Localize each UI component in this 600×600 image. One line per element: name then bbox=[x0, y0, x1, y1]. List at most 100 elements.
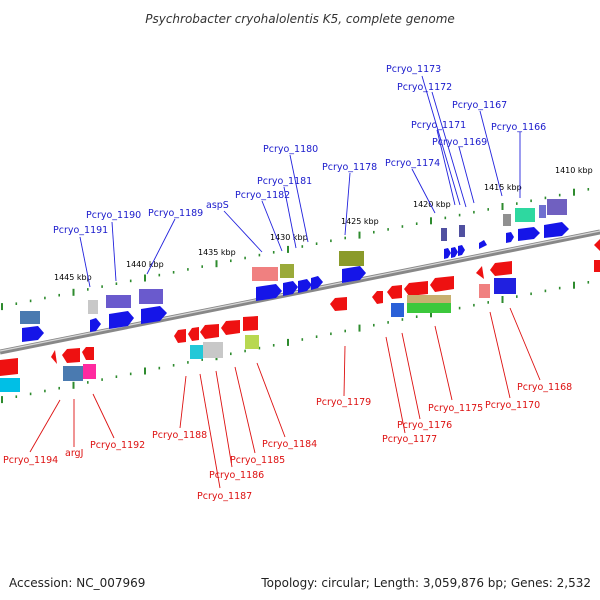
gene-arrow bbox=[90, 318, 101, 332]
gene-box bbox=[139, 289, 163, 304]
map-title: Psychrobacter cryohalolentis K5, complet… bbox=[145, 12, 455, 26]
scale-label-1425: 1425 kbp bbox=[341, 217, 379, 226]
gene-box bbox=[252, 267, 278, 281]
gene-label-pcryo-1179: Pcryo_1179 bbox=[316, 397, 371, 408]
gene-label-aspS: aspS bbox=[206, 200, 229, 211]
bottom-leader-lines bbox=[29, 307, 541, 489]
genome-summary-text: Topology: circular; Length: 3,059,876 bp… bbox=[260, 576, 591, 590]
gene-label-pcryo-1178: Pcryo_1178 bbox=[322, 162, 377, 173]
scale-label-1445: 1445 kbp bbox=[54, 273, 92, 282]
gene-box bbox=[539, 205, 546, 218]
gene-label-pcryo-1185: Pcryo_1185 bbox=[230, 455, 285, 466]
gene-box bbox=[441, 228, 447, 241]
gene-arrow bbox=[109, 311, 134, 329]
gene-box bbox=[245, 335, 259, 349]
gene-label-pcryo-1169: Pcryo_1169 bbox=[432, 137, 487, 148]
gene-label-pcryo-1177: Pcryo_1177 bbox=[382, 434, 437, 445]
gene-arrow bbox=[283, 281, 298, 296]
gene-arrow bbox=[243, 316, 258, 331]
gene-box bbox=[83, 364, 96, 379]
gene-box bbox=[280, 264, 294, 278]
gene-arrow bbox=[404, 281, 428, 296]
gene-box bbox=[515, 208, 535, 222]
gene-label-pcryo-1170: Pcryo_1170 bbox=[485, 400, 540, 411]
gene-arrow bbox=[490, 261, 512, 276]
gene-box bbox=[0, 378, 20, 392]
gene-arrow bbox=[82, 347, 94, 360]
gene-arrow bbox=[451, 247, 458, 258]
gene-arrow bbox=[479, 240, 487, 249]
gene-label-pcryo-1167: Pcryo_1167 bbox=[452, 100, 507, 111]
gene-arrow bbox=[458, 245, 465, 256]
forward-genes bbox=[20, 199, 569, 342]
gene-label-pcryo-1187: Pcryo_1187 bbox=[197, 491, 252, 502]
gene-arrow bbox=[174, 329, 186, 343]
gene-box bbox=[479, 284, 490, 298]
gene-arrow bbox=[22, 326, 44, 342]
gene-box bbox=[494, 278, 516, 294]
gene-label-pcryo-1184: Pcryo_1184 bbox=[262, 439, 317, 450]
gene-box bbox=[20, 311, 40, 324]
gene-box bbox=[391, 303, 404, 317]
gene-box bbox=[594, 260, 600, 272]
scale-label-1415: 1415 kbp bbox=[484, 183, 522, 192]
gene-label-pcryo-1173: Pcryo_1173 bbox=[386, 64, 441, 75]
gene-arrow bbox=[256, 284, 282, 301]
bottom-labels: Pcryo_1168 Pcryo_1179 Pcryo_1175 Pcryo_1… bbox=[3, 382, 572, 502]
top-leader-lines bbox=[79, 75, 521, 288]
gene-label-pcryo-1182: Pcryo_1182 bbox=[235, 190, 290, 201]
scale-label-1435: 1435 kbp bbox=[198, 248, 236, 257]
scale-ticks-bottom bbox=[1, 281, 590, 404]
gene-label-pcryo-1194: Pcryo_1194 bbox=[3, 455, 58, 466]
gene-label-pcryo-1174: Pcryo_1174 bbox=[385, 158, 440, 169]
gene-label-pcryo-1166: Pcryo_1166 bbox=[491, 122, 546, 133]
gene-label-pcryo-1192: Pcryo_1192 bbox=[90, 440, 145, 451]
gene-label-pcryo-1175: Pcryo_1175 bbox=[428, 403, 483, 414]
gene-arrow bbox=[188, 327, 199, 341]
gene-label-argJ: argJ bbox=[65, 448, 83, 459]
gene-box bbox=[503, 214, 511, 226]
gene-arrow bbox=[476, 266, 484, 279]
gene-box bbox=[407, 303, 451, 313]
gene-label-pcryo-1180: Pcryo_1180 bbox=[263, 144, 318, 155]
gene-arrow bbox=[330, 297, 347, 311]
gene-label-pcryo-1181: Pcryo_1181 bbox=[257, 176, 312, 187]
scale-labels: 1410 kbp 1415 kbp 1420 kbp 1425 kbp 1430… bbox=[54, 166, 593, 282]
gene-arrow bbox=[506, 232, 514, 243]
gene-arrow bbox=[51, 350, 57, 364]
gene-label-pcryo-1186: Pcryo_1186 bbox=[209, 470, 264, 481]
gene-label-pcryo-1171: Pcryo_1171 bbox=[411, 120, 466, 131]
gene-label-pcryo-1191: Pcryo_1191 bbox=[53, 225, 108, 236]
scale-ticks-top bbox=[1, 188, 590, 311]
gene-label-pcryo-1189: Pcryo_1189 bbox=[148, 208, 203, 219]
scale-label-1440: 1440 kbp bbox=[126, 260, 164, 269]
gene-arrow bbox=[298, 279, 312, 293]
gene-arrow bbox=[0, 358, 18, 376]
gene-box bbox=[106, 295, 131, 308]
gene-box bbox=[339, 251, 364, 266]
gene-arrow bbox=[342, 266, 366, 283]
accession-text: Accession: NC_007969 bbox=[9, 576, 145, 590]
reverse-genes bbox=[0, 239, 600, 392]
gene-box bbox=[63, 366, 83, 381]
gene-arrow bbox=[444, 248, 451, 259]
gene-label-pcryo-1188: Pcryo_1188 bbox=[152, 430, 207, 441]
scale-label-1410: 1410 kbp bbox=[555, 166, 593, 175]
gene-arrow bbox=[387, 285, 402, 299]
gene-arrow bbox=[430, 276, 454, 292]
gene-label-pcryo-1172: Pcryo_1172 bbox=[397, 82, 452, 93]
gene-arrow bbox=[372, 291, 383, 304]
gene-arrow bbox=[311, 276, 323, 290]
gene-arrow bbox=[62, 348, 80, 363]
gene-box bbox=[547, 199, 567, 215]
gene-label-pcryo-1176: Pcryo_1176 bbox=[397, 420, 452, 431]
gene-box bbox=[190, 345, 203, 359]
gene-arrow bbox=[594, 239, 600, 251]
gene-label-pcryo-1168: Pcryo_1168 bbox=[517, 382, 572, 393]
gene-label-pcryo-1190: Pcryo_1190 bbox=[86, 210, 141, 221]
scale-label-1430: 1430 kbp bbox=[270, 233, 308, 242]
gene-arrow bbox=[544, 222, 569, 238]
gene-arrow bbox=[141, 306, 167, 324]
scale-label-1420: 1420 kbp bbox=[413, 200, 451, 209]
